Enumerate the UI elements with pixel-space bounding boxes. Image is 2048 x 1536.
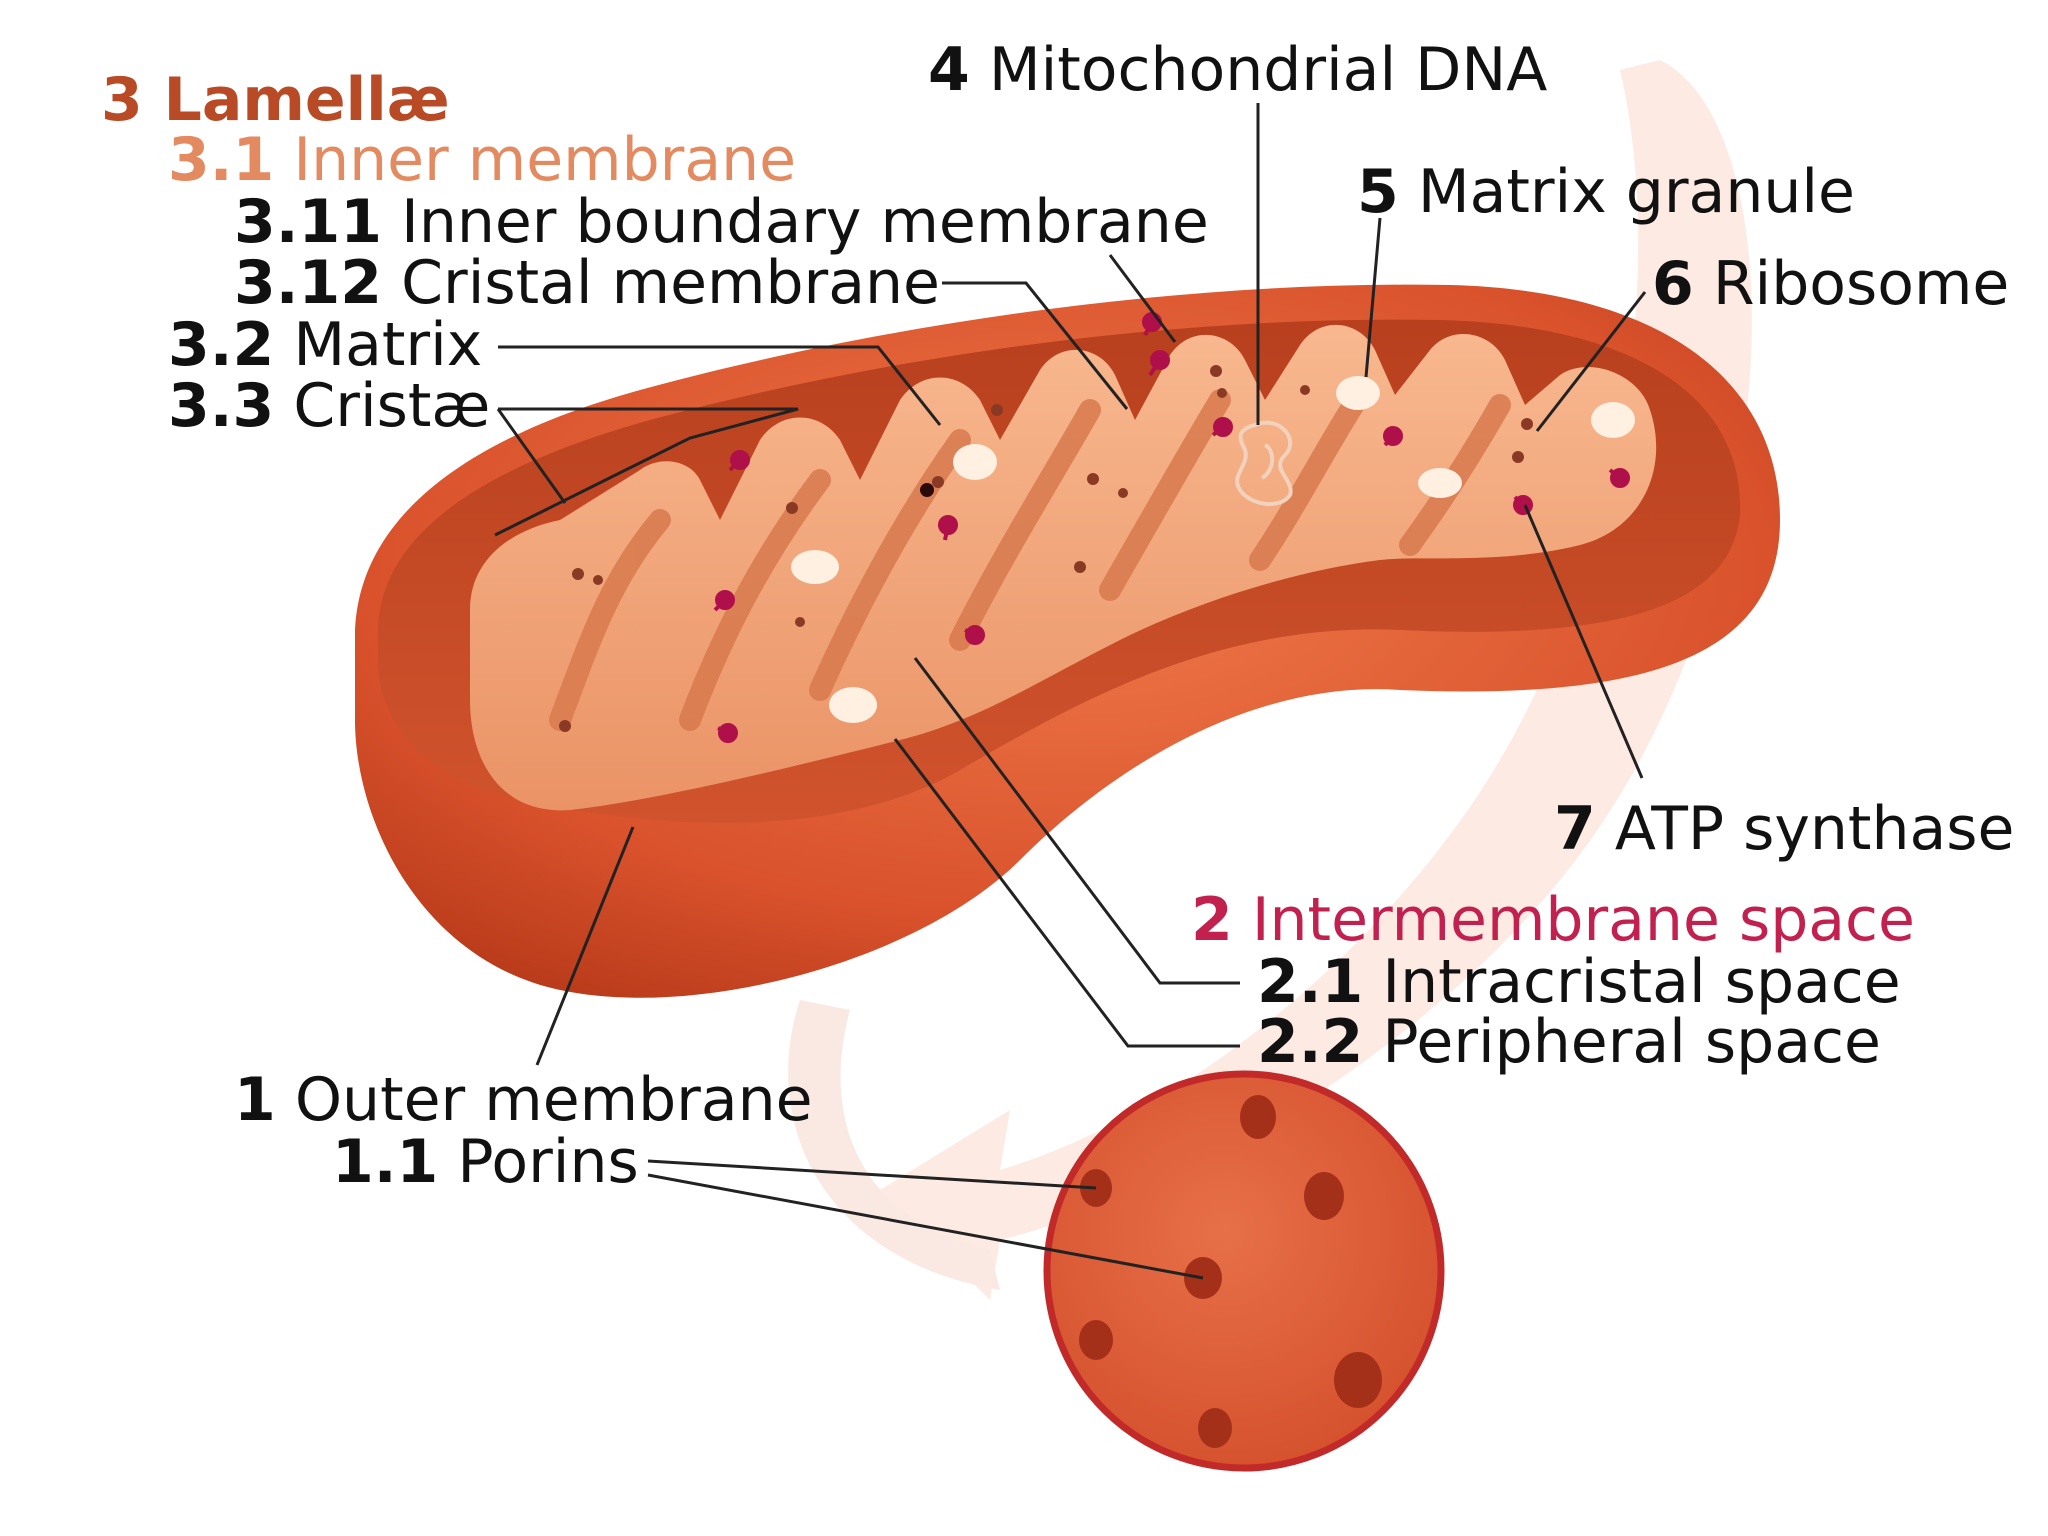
- label-cristae-text: Cristæ: [293, 371, 491, 441]
- label-inner-boundary-membrane-text: Inner boundary membrane: [401, 187, 1209, 257]
- label-cristae-number: 3.3: [168, 371, 275, 441]
- label-cristal-membrane-number: 3.12: [234, 248, 383, 318]
- label-inner-boundary-membrane-number: 3.11: [234, 187, 383, 257]
- label-matrix: 3.2 Matrix: [168, 313, 482, 377]
- label-mitochondrial-dna-number: 4: [928, 35, 970, 105]
- label-atp-synthase-number: 7: [1554, 794, 1596, 864]
- ribosomes: [559, 365, 1533, 732]
- inner-membrane-shape: [470, 324, 1657, 811]
- porin-magnified-view: [1043, 1070, 1445, 1472]
- label-mitochondrial-dna-text: Mitochondrial DNA: [988, 35, 1548, 105]
- label-inner-membrane-number: 3.1: [168, 125, 275, 195]
- label-peripheral-space-number: 2.2: [1257, 1007, 1364, 1077]
- label-ribosome-number: 6: [1652, 249, 1694, 319]
- label-matrix-text: Matrix: [293, 310, 483, 380]
- label-matrix-granule: 5 Matrix granule: [1357, 160, 1855, 224]
- label-intracristal-space: 2.1 Intracristal space: [1257, 950, 1901, 1014]
- label-peripheral-space-text: Peripheral space: [1382, 1007, 1881, 1077]
- label-inner-boundary-membrane: 3.11 Inner boundary membrane: [234, 190, 1209, 254]
- atp-synthase-particles: [713, 312, 1630, 743]
- label-outer-membrane-number: 1: [234, 1065, 276, 1135]
- label-intracristal-space-text: Intracristal space: [1382, 947, 1901, 1017]
- leader-lines: [494, 103, 1647, 1280]
- label-intermembrane-space-number: 2: [1191, 885, 1233, 955]
- label-lamellae: 3 Lamellæ: [101, 65, 450, 135]
- label-cristal-membrane-text: Cristal membrane: [401, 248, 940, 318]
- label-matrix-granule-text: Matrix granule: [1417, 157, 1855, 227]
- label-ribosome-text: Ribosome: [1712, 249, 2010, 319]
- label-inner-membrane-text: Inner membrane: [293, 125, 797, 195]
- label-outer-membrane: 1 Outer membrane: [234, 1068, 813, 1132]
- label-peripheral-space: 2.2 Peripheral space: [1257, 1010, 1881, 1074]
- label-intermembrane-space: 2 Intermembrane space: [1191, 888, 1915, 952]
- label-porins-text: Porins: [457, 1127, 639, 1197]
- label-matrix-granule-number: 5: [1357, 157, 1399, 227]
- label-porins: 1.1 Porins: [332, 1130, 639, 1194]
- label-atp-synthase-text: ATP synthase: [1614, 794, 2015, 864]
- label-intracristal-space-number: 2.1: [1257, 947, 1364, 1017]
- label-ribosome: 6 Ribosome: [1652, 252, 2009, 316]
- label-porins-number: 1.1: [332, 1127, 439, 1197]
- label-outer-membrane-text: Outer membrane: [294, 1065, 813, 1135]
- label-inner-membrane: 3.1 Inner membrane: [168, 128, 796, 192]
- label-atp-synthase: 7 ATP synthase: [1554, 797, 2014, 861]
- label-cristae: 3.3 Cristæ: [168, 374, 490, 438]
- label-cristal-membrane: 3.12 Cristal membrane: [234, 251, 940, 315]
- matrix-granules: [791, 376, 1635, 723]
- label-intermembrane-space-text: Intermembrane space: [1251, 885, 1915, 955]
- label-matrix-number: 3.2: [168, 310, 275, 380]
- label-mitochondrial-dna: 4 Mitochondrial DNA: [928, 38, 1547, 102]
- mitochondrial-dna-squiggle: [1235, 420, 1293, 507]
